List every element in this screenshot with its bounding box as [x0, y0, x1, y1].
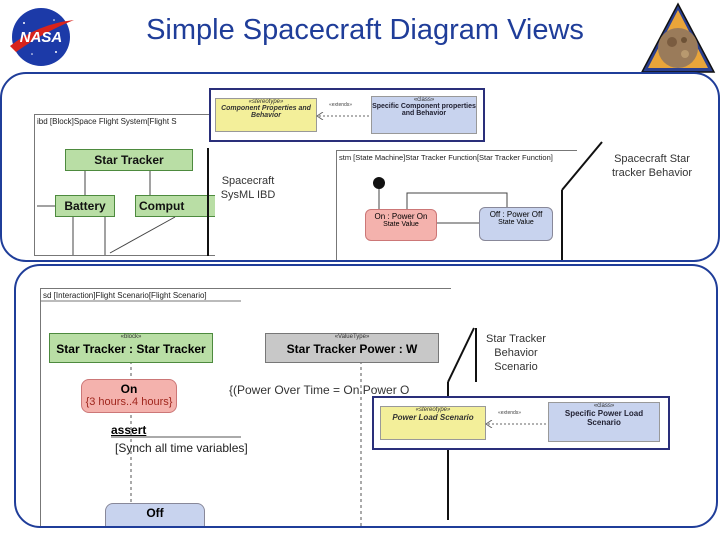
synch-guard-text: [Synch all time variables]	[115, 441, 248, 455]
power-constraint-text: {(Power Over Time = On.Power O	[229, 383, 410, 397]
sd-lifelines	[41, 300, 362, 526]
specific-power-load-label: Specific Power Load Scenario	[564, 409, 644, 427]
stm-frame-label: stm [State Machine]Star Tracker Function…	[339, 153, 553, 162]
component-profile-box: «stereotype» Component Properties and Be…	[209, 88, 485, 142]
specific-component-stereo-label: «class»	[413, 97, 435, 103]
page-title: Simple Spacecraft Diagram Views	[146, 14, 584, 46]
stm-transitions	[373, 177, 508, 224]
on-power-on-state[interactable]: On : Power On State Value	[365, 209, 437, 241]
stm-annotation-bracket	[561, 141, 603, 260]
ibd-annotation-bracket	[207, 148, 209, 256]
ibd-frame-label: ibd [Block]Space Flight System[Flight S	[37, 117, 177, 126]
power-load-extends-label: «extends»	[498, 410, 522, 416]
ibd-connectors	[37, 171, 176, 255]
specific-component-label: Specific Component properties and Behavi…	[372, 103, 476, 117]
star-tracker-lifeline[interactable]: «block» Star Tracker : Star Tracker	[49, 333, 213, 363]
power-load-scenario-label: Power Load Scenario	[392, 413, 474, 422]
bottom-panel: sd [Interaction]Flight Scenario[Flight S…	[14, 264, 718, 528]
extends-connector-label: «extends»	[329, 102, 353, 108]
star-tracker-lifeline-label: Star Tracker : Star Tracker	[56, 342, 206, 356]
component-properties-label: Component Properties and Behavior	[221, 105, 311, 119]
on-state-label: On : Power On	[374, 212, 428, 221]
star-tracker-block[interactable]: Star Tracker	[65, 149, 193, 171]
off-power-off-state[interactable]: Off : Power Off State Value	[479, 207, 553, 241]
computer-block[interactable]: Comput	[135, 195, 215, 217]
off-state-invariant[interactable]: Off	[105, 503, 205, 526]
power-load-scenario-stereotype[interactable]: «stereotype» Power Load Scenario	[380, 406, 486, 440]
on-state-duration: {3 hours..4 hours}	[85, 396, 173, 408]
ibd-annotation-label: Spacecraft SysML IBD	[220, 175, 276, 201]
off-state-value: State Value	[498, 219, 534, 226]
on-state-invariant-label: On	[120, 382, 138, 396]
nasa-logo: NASA	[4, 6, 78, 68]
ibd-diagram-frame: ibd [Block]Space Flight System[Flight S …	[34, 114, 215, 256]
power-load-stereo-label: «stereotype»	[415, 407, 451, 413]
off-state-label: Off : Power Off	[489, 210, 543, 219]
battery-block[interactable]: Battery	[55, 195, 115, 217]
stm-diagram-frame: stm [State Machine]Star Tracker Function…	[336, 150, 577, 260]
on-state-invariant[interactable]: On {3 hours..4 hours}	[81, 379, 177, 413]
specific-power-load-class[interactable]: «class» Specific Power Load Scenario	[548, 402, 660, 442]
star-tracker-power-lifeline[interactable]: «ValueType» Star Tracker Power : W	[265, 333, 439, 363]
star-tracker-power-label: Star Tracker Power : W	[286, 342, 418, 356]
mission-emblem-icon	[640, 2, 716, 76]
assert-fragment-label: assert	[111, 423, 147, 437]
off-state-invariant-label: Off	[146, 506, 164, 520]
sd-diagram-frame: sd [Interaction]Flight Scenario[Flight S…	[40, 288, 451, 526]
sd-frame-label: sd [Interaction]Flight Scenario[Flight S…	[43, 291, 207, 300]
specific-power-load-stereo: «class»	[593, 403, 615, 409]
top-panel: ibd [Block]Space Flight System[Flight S …	[0, 72, 720, 262]
nasa-logo-text: NASA	[20, 29, 63, 46]
extends-arrow	[316, 112, 371, 120]
star-tracker-lifeline-stereo: «block»	[120, 334, 142, 340]
component-properties-stereotype[interactable]: «stereotype» Component Properties and Be…	[215, 98, 317, 132]
power-load-profile-box: «stereotype» Power Load Scenario «extend…	[372, 396, 670, 450]
component-properties-stereo-label: «stereotype»	[248, 99, 284, 105]
power-load-extends-arrow	[485, 420, 546, 428]
stm-annotation-label: Spacecraft Star tracker Behavior	[611, 153, 693, 179]
scenario-annotation-label: Star Tracker Behavior Scenario	[486, 333, 546, 373]
specific-component-class[interactable]: «class» Specific Component properties an…	[371, 96, 477, 134]
on-state-value: State Value	[383, 221, 419, 228]
star-tracker-power-stereo: «ValueType»	[334, 334, 370, 340]
